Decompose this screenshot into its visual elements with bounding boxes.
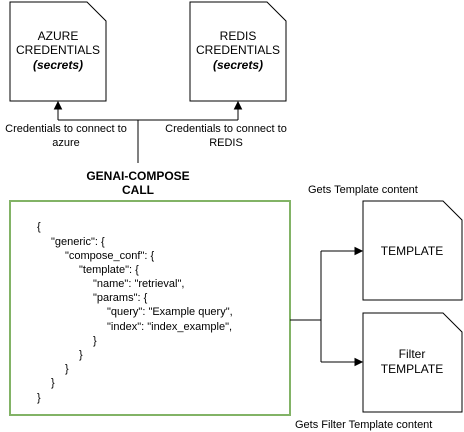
redis-document-shape (189, 1, 287, 102)
code-line: "name": "retrieval", (93, 278, 184, 290)
code-line: "compose_conf": { (65, 250, 154, 262)
code-line: "params": { (93, 292, 148, 304)
azure-label-line3: (secrets) (33, 58, 83, 72)
call-label-line2: CALL (122, 183, 154, 197)
redis-credentials-node[interactable]: REDIS CREDENTIALS (secrets) (189, 1, 287, 102)
filter-template-node[interactable]: Filter TEMPLATE (362, 312, 463, 413)
template-arrowhead (354, 246, 364, 256)
azure-edge-label-line1: Credentials to connect to (5, 123, 127, 135)
azure-credentials-node[interactable]: AZURE CREDENTIALS (secrets) (9, 1, 107, 102)
redis-arrowhead (233, 100, 243, 110)
template-connector (290, 246, 364, 367)
code-line: "query": "Example query", (107, 306, 233, 318)
azure-document-shape (9, 1, 107, 102)
azure-label-line2: CREDENTIALS (16, 43, 100, 57)
call-label-line1: GENAI-COMPOSE (86, 169, 189, 183)
gets-filter-template-label: Gets Filter Template content (295, 419, 432, 431)
filter-template-arrowhead (354, 357, 364, 367)
filter-template-label-line1: Filter (399, 347, 426, 361)
code-line: } (79, 349, 83, 361)
azure-label-line1: AZURE (38, 29, 79, 43)
compose-call-code-box[interactable]: { "generic": { "compose_conf": { "templa… (9, 200, 291, 416)
redis-label-line2: CREDENTIALS (196, 43, 280, 57)
filter-template-document-shape (362, 312, 463, 413)
template-label: TEMPLATE (381, 244, 443, 258)
azure-arrowhead (53, 100, 63, 110)
gets-template-label: Gets Template content (308, 184, 418, 196)
code-line: } (93, 335, 97, 347)
template-document-shape (362, 200, 463, 301)
redis-label-line1: REDIS (220, 29, 257, 43)
redis-edge-label-line1: Credentials to connect to (165, 123, 287, 135)
code-line: "index": "index_example", (107, 321, 232, 333)
filter-template-label-line2: TEMPLATE (381, 362, 443, 376)
code-line: "generic": { (51, 236, 105, 248)
code-box-border (9, 200, 291, 416)
code-line: } (51, 377, 55, 389)
credentials-connector (53, 100, 243, 163)
code-line: "template": { (79, 264, 139, 276)
azure-edge-label-line2: azure (52, 137, 80, 149)
template-node[interactable]: TEMPLATE (362, 200, 463, 301)
code-line: } (65, 363, 69, 375)
code-line: { (37, 221, 41, 233)
redis-label-line3: (secrets) (213, 58, 263, 72)
code-line: } (37, 392, 41, 404)
redis-edge-label-line2: REDIS (209, 137, 243, 149)
